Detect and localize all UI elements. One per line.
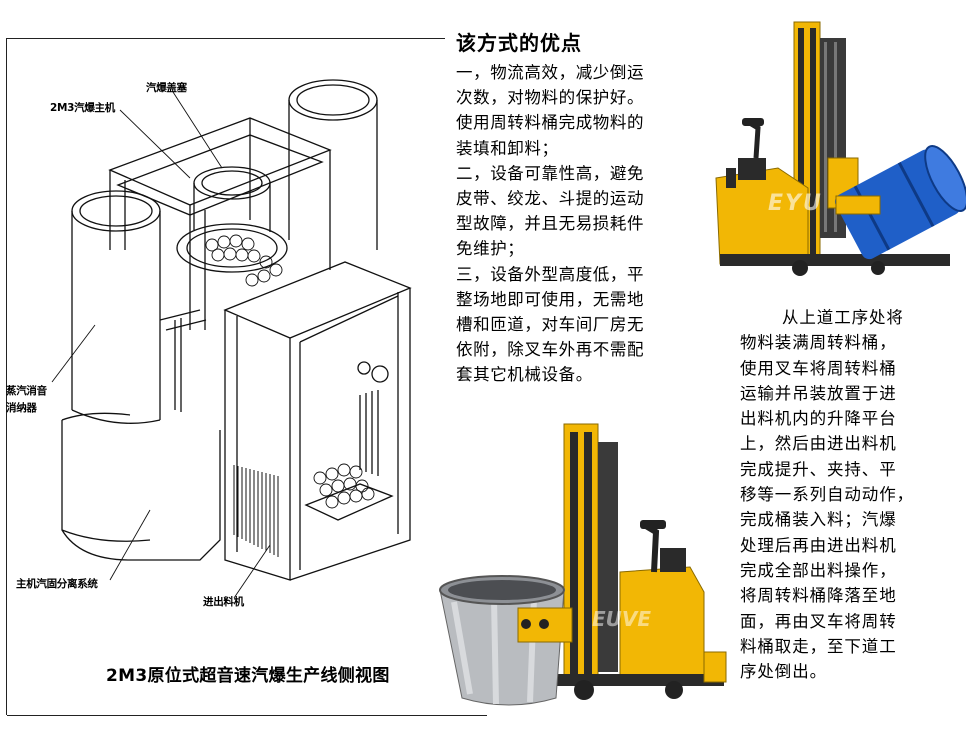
process-line: 序处倒出。 bbox=[740, 662, 827, 682]
process-line: 面，再由叉车将周转 bbox=[740, 611, 897, 631]
process-line: 从上道工序处将 bbox=[782, 308, 904, 327]
process-line: 使用叉车将周转料桶 bbox=[740, 358, 897, 378]
separation-base bbox=[61, 420, 221, 561]
callout-separation-system: 主机汽固分离系统 bbox=[16, 578, 98, 590]
advantages-title: 该方式的优点 bbox=[456, 31, 582, 55]
leader-silencer bbox=[51, 324, 96, 383]
process-line: 出料机内的升降平台 bbox=[740, 409, 897, 429]
process-line: 移等一系列自动动作， bbox=[740, 485, 914, 505]
process-line: 完成全部出料操作， bbox=[740, 560, 897, 580]
lift-cylinders bbox=[359, 390, 379, 476]
frame-bottom-rule bbox=[7, 715, 487, 716]
process-line: 将周转料桶降落至地 bbox=[740, 586, 897, 606]
advantages-line: 三，设备外型高度低，平 bbox=[456, 264, 645, 284]
process-line: 处理后再由进出料机 bbox=[740, 535, 897, 555]
process-line: 物料装满周转料桶， bbox=[740, 333, 897, 353]
callout-silencer-line1: 蒸汽消音 bbox=[6, 385, 47, 397]
advantages-line: 槽和匝道，对车间厂房无 bbox=[456, 315, 645, 335]
callout-loader: 进出料机 bbox=[203, 596, 244, 608]
cabinet-vents bbox=[233, 465, 279, 557]
process-description: 从上道工序处将 物料装满周转料桶， 使用叉车将周转料桶 运输并吊装放置于进 出料… bbox=[740, 305, 970, 684]
diagram-caption: 2M3原位式超音速汽爆生产线侧视图 bbox=[106, 666, 390, 686]
leader-steam-cover bbox=[172, 91, 223, 169]
leader-separation bbox=[109, 509, 151, 581]
advantages-line: 使用周转料桶完成物料的 bbox=[456, 113, 645, 133]
loader-cabinet bbox=[223, 261, 412, 339]
advantages-line: 套其它机械设备。 bbox=[456, 365, 593, 385]
advantages-text: 一，物流高效，减少倒运 次数，对物料的保护好。 使用周转料桶完成物料的 装填和卸… bbox=[456, 60, 700, 388]
watermark-top: EYU bbox=[768, 191, 823, 216]
process-line: 料桶取走，至下道工 bbox=[740, 636, 897, 656]
process-line: 运输并吊装放置于进 bbox=[740, 383, 897, 403]
forklift-blue-drum-photo: EYU bbox=[715, 21, 966, 276]
advantages-line: 次数，对物料的保护好。 bbox=[456, 88, 645, 108]
material-pellets-lower bbox=[313, 463, 375, 509]
advantages-line: 一，物流高效，减少倒运 bbox=[456, 63, 645, 82]
production-line-schematic bbox=[51, 79, 412, 599]
blue-drum bbox=[834, 145, 966, 260]
callout-steam-cover: 汽爆盖塞 bbox=[146, 82, 187, 94]
leader-loader bbox=[233, 544, 271, 599]
forklift-steel-bucket-photo: EUVE bbox=[439, 423, 727, 706]
callout-main-machine: 2M3汽爆主机 bbox=[50, 102, 115, 114]
advantages-line: 二，设备可靠性高，避免 bbox=[456, 163, 645, 183]
advantages-line: 皮带、绞龙、斗提的运动 bbox=[456, 189, 645, 209]
process-line: 完成桶装入料；汽爆 bbox=[740, 510, 897, 530]
watermark-bottom: EUVE bbox=[592, 607, 651, 631]
silencer-drum-top-right bbox=[288, 79, 378, 121]
advantages-line: 整场地即可使用，无需地 bbox=[456, 289, 645, 309]
leader-main-machine bbox=[119, 109, 191, 179]
main-frame bbox=[108, 117, 332, 206]
material-pellets-upper bbox=[205, 234, 283, 287]
advantages-line: 免维护； bbox=[456, 239, 525, 259]
explosion-vessel-lid bbox=[193, 166, 271, 200]
process-line: 上，然后由进出料机 bbox=[740, 434, 897, 454]
schematic-frame bbox=[6, 38, 487, 716]
process-line: 完成提升、夹持、平 bbox=[740, 459, 897, 479]
advantages-line: 装填和卸料； bbox=[456, 138, 559, 158]
advantages-line: 依附，除叉车外再不需配 bbox=[456, 340, 645, 360]
advantages-line: 型故障，并且无易损耗件 bbox=[456, 214, 645, 234]
callout-silencer-line2: 消纳器 bbox=[6, 402, 37, 414]
